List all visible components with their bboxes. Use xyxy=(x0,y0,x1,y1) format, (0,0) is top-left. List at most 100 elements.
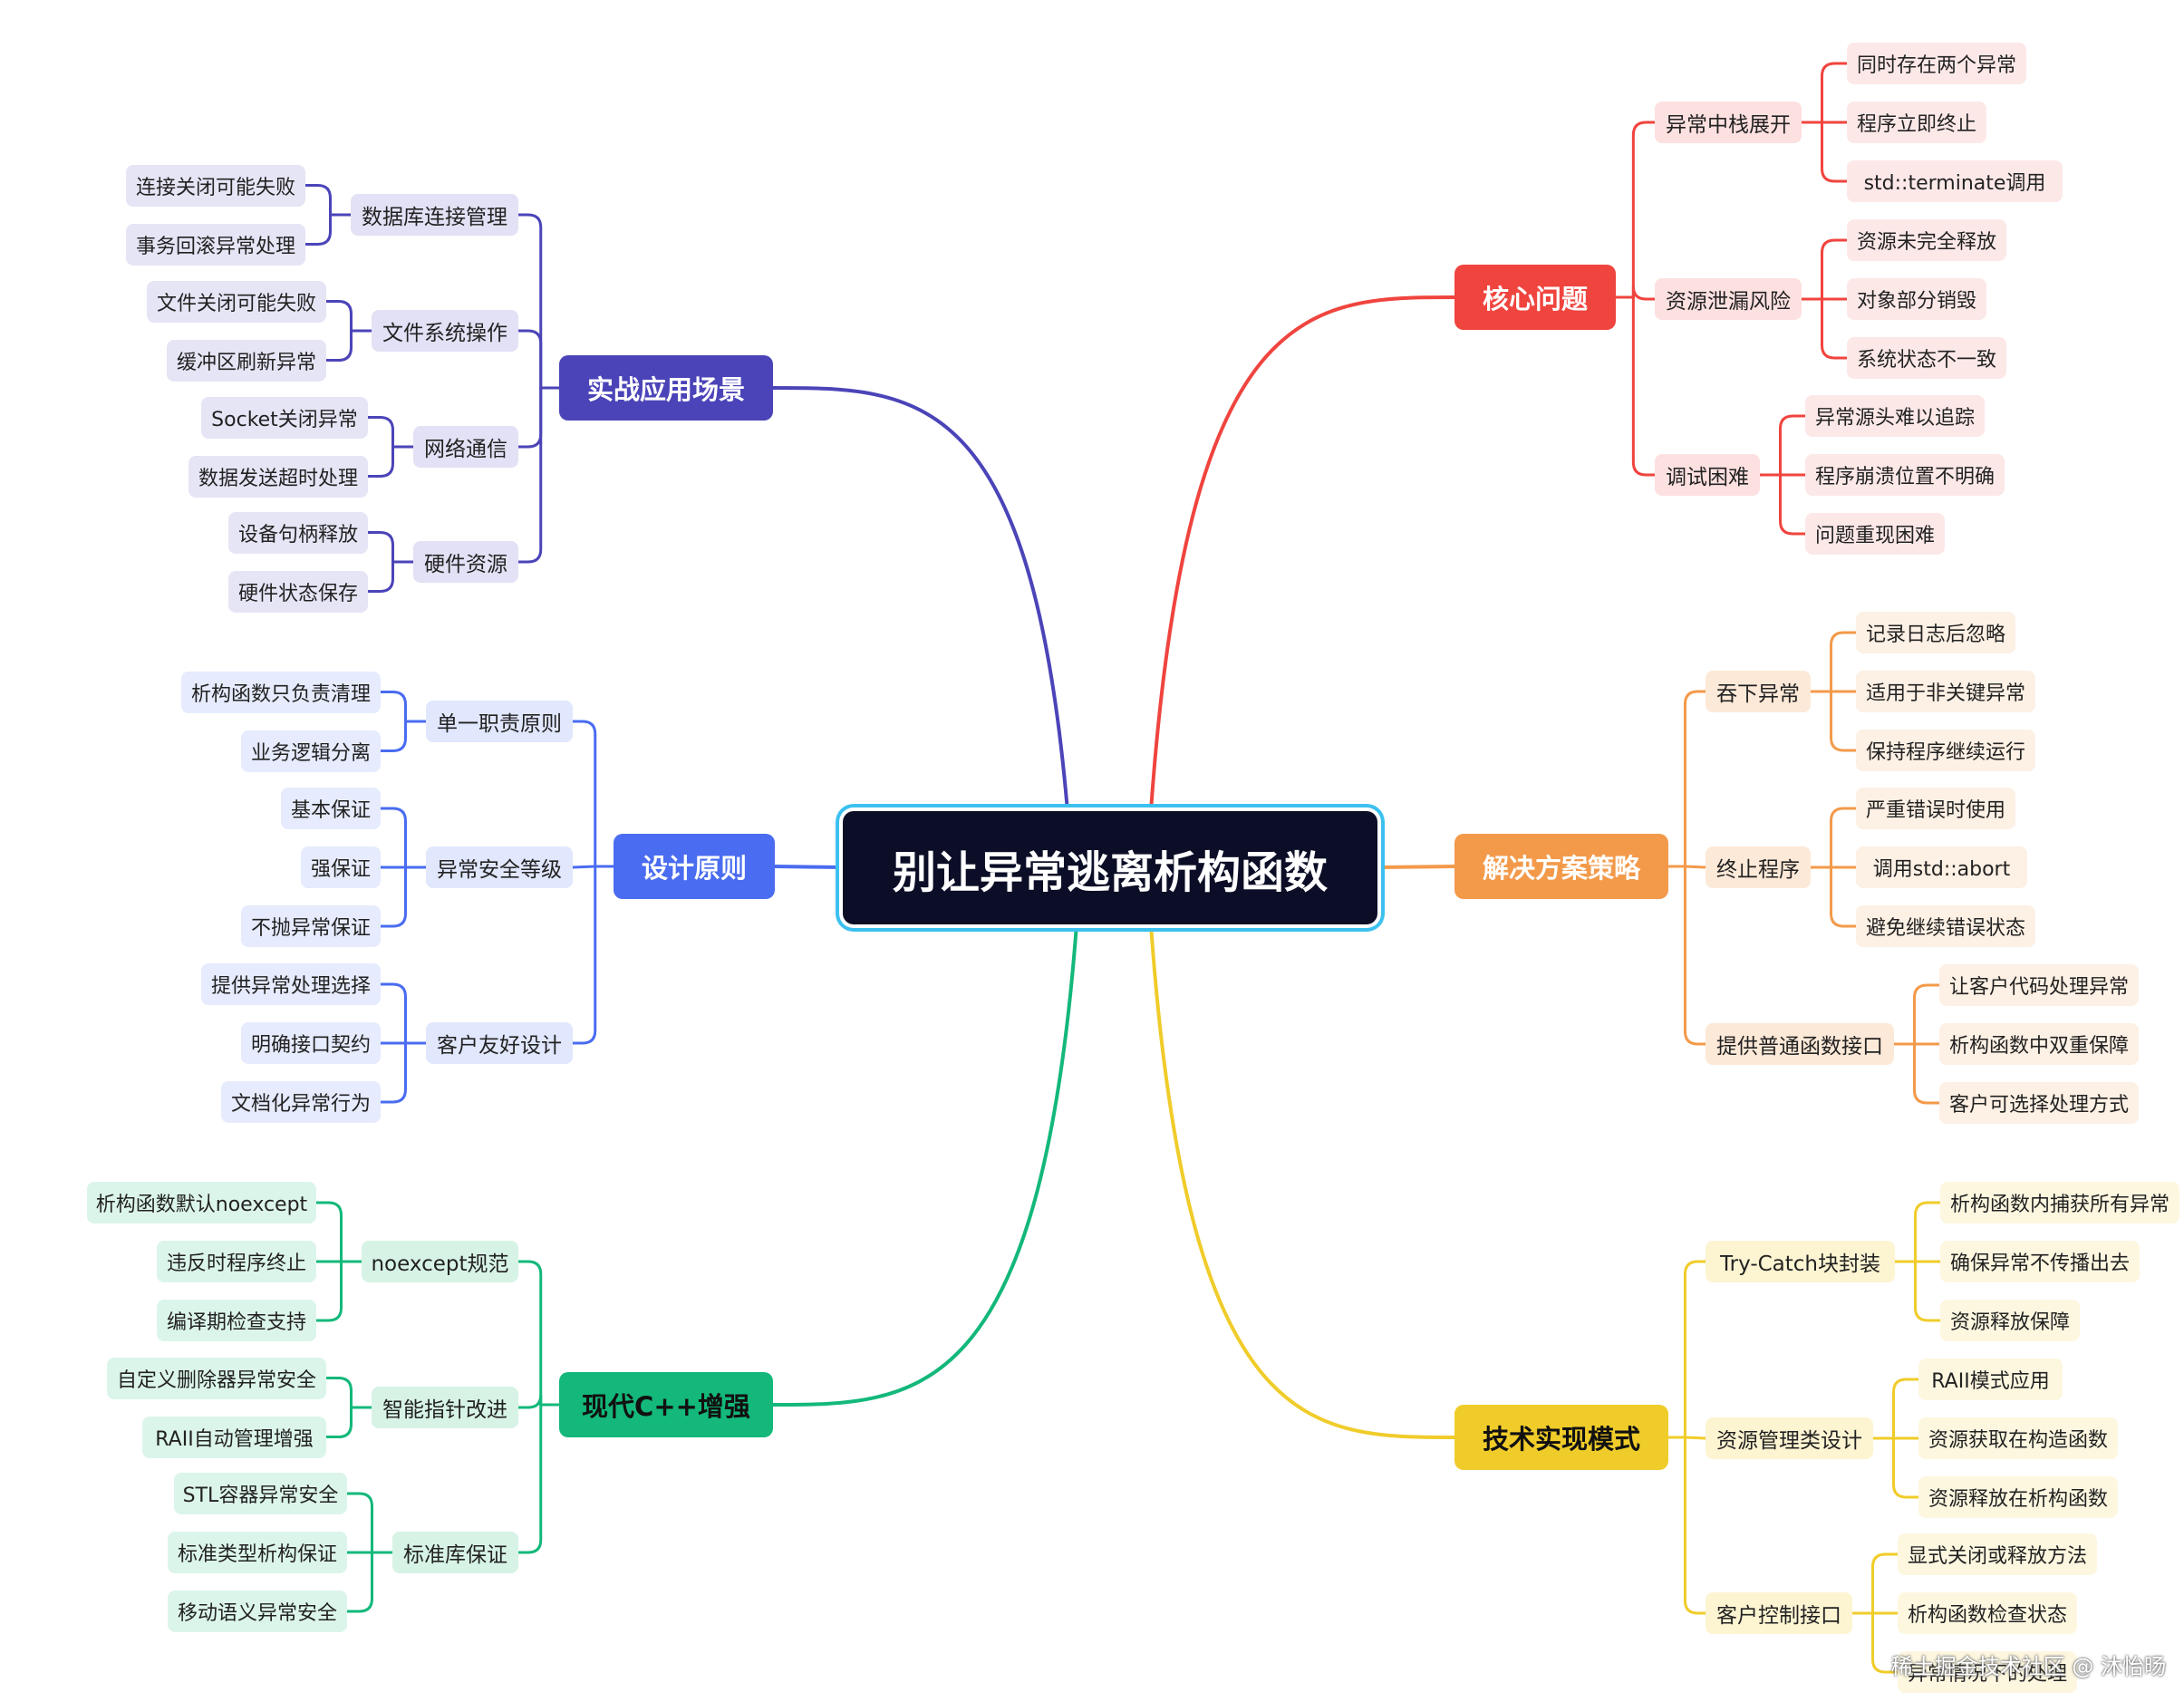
leaf-design-1-2[interactable]: 不抛异常保证 xyxy=(241,905,381,947)
sub-modern-0[interactable]: noexcept规范 xyxy=(362,1241,518,1282)
root-topic[interactable]: 别让异常逃离析构函数 xyxy=(843,811,1377,924)
connector xyxy=(379,866,407,928)
leaf-modern-1-1[interactable]: RAII自动管理增强 xyxy=(142,1416,326,1458)
leaf-core-1-0[interactable]: 资源未完全释放 xyxy=(1847,219,2006,261)
leaf-strategy-2-2[interactable]: 客户可选择处理方式 xyxy=(1939,1082,2139,1124)
leaf-strategy-2-1[interactable]: 析构函数中双重保障 xyxy=(1939,1023,2139,1065)
leaf-core-0-0[interactable]: 同时存在两个异常 xyxy=(1847,43,2026,84)
leaf-impl-0-1[interactable]: 确保异常不传播出去 xyxy=(1940,1241,2140,1282)
leaf-strategy-0-2[interactable]: 保持程序继续运行 xyxy=(1856,730,2035,771)
leaf-practice-3-0[interactable]: 设备句柄释放 xyxy=(228,511,368,554)
leaf-design-0-1[interactable]: 业务逻辑分离 xyxy=(241,730,381,772)
connector xyxy=(314,1201,343,1263)
connector xyxy=(314,1260,343,1322)
sub-impl-2[interactable]: 客户控制接口 xyxy=(1706,1592,1852,1634)
leaf-practice-3-1[interactable]: 硬件状态保存 xyxy=(228,570,368,613)
leaf-practice-0-0[interactable]: 连接关闭可能失败 xyxy=(126,164,305,207)
leaf-practice-2-0[interactable]: Socket关闭异常 xyxy=(201,396,368,439)
connector xyxy=(1683,1436,1707,1440)
leaf-core-0-2[interactable]: std::terminate调用 xyxy=(1847,160,2063,202)
leaf-core-1-2[interactable]: 系统状态不一致 xyxy=(1847,337,2006,379)
sub-core-1[interactable]: 资源泄漏风险 xyxy=(1655,278,1802,320)
sub-strategy-0[interactable]: 吞下异常 xyxy=(1706,671,1811,712)
connector xyxy=(1914,1201,1942,1263)
sub-design-1[interactable]: 异常安全等级 xyxy=(426,846,573,888)
leaf-practice-1-1[interactable]: 缓冲区刷新异常 xyxy=(167,339,326,382)
branch-core[interactable]: 核心问题 xyxy=(1454,265,1616,330)
connector xyxy=(324,1406,353,1438)
connector xyxy=(1830,807,1858,869)
leaf-impl-0-0[interactable]: 析构函数内捕获所有异常 xyxy=(1940,1182,2179,1223)
leaf-strategy-2-0[interactable]: 让客户代码处理异常 xyxy=(1939,964,2139,1006)
sub-core-0[interactable]: 异常中栈展开 xyxy=(1655,102,1802,143)
leaf-strategy-0-0[interactable]: 记录日志后忽略 xyxy=(1856,612,2015,653)
branch-strategy[interactable]: 解决方案策略 xyxy=(1454,834,1668,899)
sub-impl-0[interactable]: Try-Catch块封装 xyxy=(1706,1241,1895,1282)
connector xyxy=(324,300,353,333)
leaf-impl-1-0[interactable]: RAII模式应用 xyxy=(1918,1359,2063,1400)
leaf-modern-0-1[interactable]: 违反时程序终止 xyxy=(157,1241,316,1282)
leaf-modern-0-2[interactable]: 编译期检查支持 xyxy=(157,1300,316,1341)
leaf-design-1-0[interactable]: 基本保证 xyxy=(281,788,381,829)
leaf-modern-0-0[interactable]: 析构函数默认noexcept xyxy=(87,1182,316,1223)
connector xyxy=(1683,865,1707,869)
sub-design-2[interactable]: 客户友好设计 xyxy=(426,1022,573,1064)
leaf-modern-2-1[interactable]: 标准类型析构保证 xyxy=(168,1532,347,1573)
connector xyxy=(366,560,394,593)
leaf-impl-0-2[interactable]: 资源释放保障 xyxy=(1940,1300,2080,1341)
connector xyxy=(379,807,407,869)
branch-modern[interactable]: 现代C++增强 xyxy=(559,1372,773,1437)
connector xyxy=(1892,1378,1920,1440)
leaf-practice-0-1[interactable]: 事务回滚异常处理 xyxy=(126,223,305,266)
leaf-strategy-0-1[interactable]: 适用于非关键异常 xyxy=(1856,671,2035,712)
connector xyxy=(517,386,543,564)
sub-practice-3[interactable]: 硬件资源 xyxy=(413,541,518,583)
connector xyxy=(1683,690,1707,868)
connector xyxy=(571,865,597,869)
connector xyxy=(1913,983,1941,1046)
leaf-practice-1-0[interactable]: 文件关闭可能失败 xyxy=(147,280,326,323)
leaf-modern-1-0[interactable]: 自定义删除器异常安全 xyxy=(107,1357,326,1399)
leaf-core-2-0[interactable]: 异常源头难以追踪 xyxy=(1805,395,1985,437)
leaf-impl-2-2[interactable]: 异常情况下的处理 xyxy=(1898,1651,2077,1693)
leaf-core-2-1[interactable]: 程序崩溃位置不明确 xyxy=(1805,454,2005,496)
leaf-core-0-1[interactable]: 程序立即终止 xyxy=(1847,102,1986,143)
leaf-design-1-1[interactable]: 强保证 xyxy=(301,846,381,888)
sub-strategy-1[interactable]: 终止程序 xyxy=(1706,846,1811,888)
leaf-strategy-1-2[interactable]: 避免继续错误状态 xyxy=(1856,905,2035,947)
connector xyxy=(324,329,353,362)
connector xyxy=(366,416,394,449)
leaf-design-2-0[interactable]: 提供异常处理选择 xyxy=(201,963,381,1005)
leaf-impl-1-1[interactable]: 资源获取在构造函数 xyxy=(1918,1417,2118,1459)
leaf-design-0-0[interactable]: 析构函数只负责清理 xyxy=(181,671,381,713)
branch-design[interactable]: 设计原则 xyxy=(614,834,775,899)
sub-core-2[interactable]: 调试困难 xyxy=(1655,454,1760,496)
leaf-strategy-1-0[interactable]: 严重错误时使用 xyxy=(1856,788,2015,829)
leaf-core-2-2[interactable]: 问题重现困难 xyxy=(1805,513,1945,555)
sub-strategy-2[interactable]: 提供普通函数接口 xyxy=(1706,1023,1894,1065)
connector xyxy=(345,1551,373,1613)
leaf-impl-2-0[interactable]: 显式关闭或释放方法 xyxy=(1898,1533,2097,1575)
sub-design-0[interactable]: 单一职责原则 xyxy=(426,701,573,742)
sub-practice-1[interactable]: 文件系统操作 xyxy=(372,310,518,352)
leaf-design-2-1[interactable]: 明确接口契约 xyxy=(241,1022,381,1064)
connector xyxy=(304,184,332,217)
sub-modern-2[interactable]: 标准库保证 xyxy=(392,1532,518,1573)
leaf-modern-2-0[interactable]: STL容器异常安全 xyxy=(174,1473,347,1514)
sub-practice-2[interactable]: 网络通信 xyxy=(413,426,518,468)
leaf-practice-2-1[interactable]: 数据发送超时处理 xyxy=(188,455,368,498)
branch-impl[interactable]: 技术实现模式 xyxy=(1454,1405,1668,1470)
leaf-modern-2-2[interactable]: 移动语义异常安全 xyxy=(168,1591,347,1632)
leaf-strategy-1-1[interactable]: 调用std::abort xyxy=(1856,846,2027,888)
leaf-design-2-2[interactable]: 文档化异常行为 xyxy=(221,1081,381,1123)
sub-modern-1[interactable]: 智能指针改进 xyxy=(372,1387,518,1428)
connector xyxy=(1871,1552,1899,1615)
leaf-impl-2-1[interactable]: 析构函数检查状态 xyxy=(1898,1592,2077,1634)
connector xyxy=(517,1403,543,1554)
sub-practice-0[interactable]: 数据库连接管理 xyxy=(351,194,518,236)
leaf-impl-1-2[interactable]: 资源释放在析构函数 xyxy=(1918,1476,2118,1518)
branch-practice[interactable]: 实战应用场景 xyxy=(559,355,773,421)
sub-impl-1[interactable]: 资源管理类设计 xyxy=(1706,1417,1873,1459)
leaf-core-1-1[interactable]: 对象部分销毁 xyxy=(1847,278,1986,320)
